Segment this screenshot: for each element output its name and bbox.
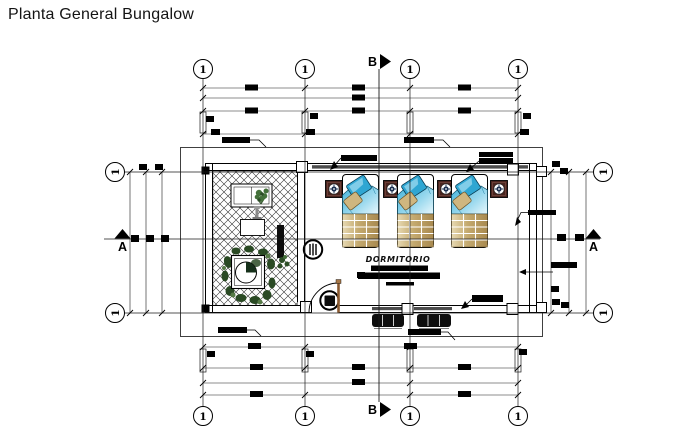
- tall-plant: [277, 225, 290, 269]
- section-arrow-icon: [380, 402, 391, 417]
- svg-text:B: B: [368, 55, 377, 69]
- plant-stand: [252, 206, 262, 220]
- bed: [396, 173, 435, 249]
- svg-text:1: 1: [406, 64, 413, 76]
- grid-bubble: 1: [105, 303, 125, 323]
- planter-pot: [302, 239, 324, 260]
- svg-text:1: 1: [110, 168, 122, 175]
- svg-text:1: 1: [301, 411, 308, 423]
- bedroom-furniture: [302, 173, 508, 311]
- illegible-note: [386, 282, 414, 286]
- svg-text:A: A: [118, 240, 127, 254]
- terrace-table: [240, 219, 265, 236]
- annotation-leaders: [218, 137, 577, 341]
- section-marker-a-left: A: [114, 229, 131, 254]
- drawing-title: Planta General Bungalow: [8, 6, 195, 23]
- svg-text:1: 1: [514, 411, 521, 423]
- nightstand: [490, 180, 508, 198]
- section-markers: B B A A: [114, 54, 602, 417]
- grid-bubble: 1: [295, 59, 315, 79]
- bed: [341, 173, 380, 249]
- grid-bubble: 1: [593, 162, 613, 182]
- grid-bubble: 1: [593, 303, 613, 323]
- roof-outline: [180, 147, 543, 337]
- illegible-note: [358, 272, 440, 279]
- svg-text:1: 1: [110, 309, 122, 316]
- dimension-text-blobs: [131, 84, 584, 397]
- potted-plant-icon: [254, 188, 269, 205]
- svg-text:B: B: [368, 403, 377, 417]
- section-arrow-icon: [114, 229, 131, 239]
- nightstand: [325, 180, 343, 198]
- svg-text:1: 1: [598, 309, 610, 316]
- outdoor-benches: [372, 314, 451, 329]
- grid-bubbles: 1 1 1 1 1 1 1 1 1 1 1 1: [105, 59, 613, 426]
- section-marker-b-bottom: B: [368, 402, 391, 417]
- grid-bubble: 1: [295, 406, 315, 426]
- dimension-ticks: [126, 84, 590, 399]
- section-arrow-icon: [380, 54, 391, 69]
- grid-bubble: 1: [508, 406, 528, 426]
- svg-text:1: 1: [301, 64, 308, 76]
- section-marker-b-top: B: [368, 54, 391, 69]
- grid-bubble: 1: [193, 59, 213, 79]
- section-arrow-icon: [585, 229, 602, 239]
- svg-text:A: A: [589, 240, 598, 254]
- svg-text:1: 1: [598, 168, 610, 175]
- grid-bubble: 1: [400, 59, 420, 79]
- svg-text:1: 1: [514, 64, 521, 76]
- svg-text:1: 1: [199, 64, 206, 76]
- terrace-furniture: [221, 183, 290, 305]
- grid-bubble: 1: [508, 59, 528, 79]
- section-marker-a-right: A: [585, 229, 602, 254]
- door: [308, 279, 342, 313]
- grid-bubble: 1: [105, 162, 125, 182]
- svg-text:1: 1: [406, 411, 413, 423]
- room-label-group: DORMITORIO: [358, 255, 440, 286]
- jacuzzi: [221, 245, 276, 305]
- grid-bubble: 1: [400, 406, 420, 426]
- room-label: DORMITORIO: [366, 255, 431, 264]
- columns: [201, 161, 547, 315]
- planter-box: [230, 183, 273, 220]
- grid-bubble: 1: [193, 406, 213, 426]
- illegible-note: [371, 265, 428, 271]
- svg-text:1: 1: [199, 411, 206, 423]
- walls: [205, 163, 537, 313]
- bed: [450, 173, 489, 249]
- planter-pot: [319, 290, 340, 311]
